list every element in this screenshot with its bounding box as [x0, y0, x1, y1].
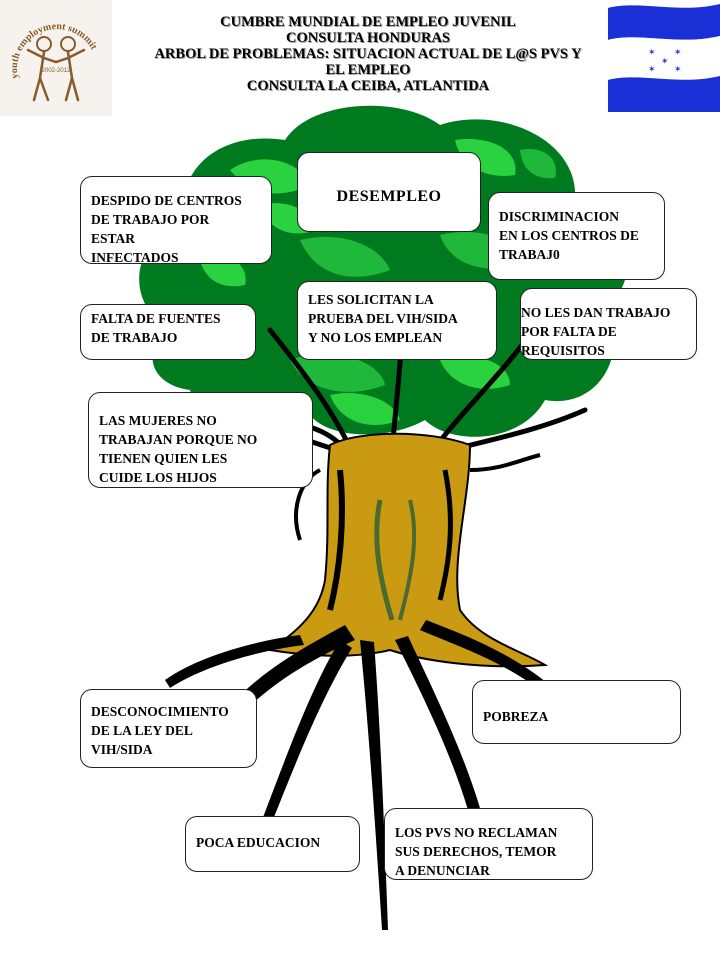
title-line-5: CONSULTA LA CEIBA, ATLANTIDA: [246, 78, 490, 94]
cause-text: POBREZA: [483, 709, 549, 724]
cause-box-law-unawareness: DESCONOCIMIENTO DE LA LEY DEL VIH/SIDA: [80, 689, 257, 768]
central-problem-text: DESEMPLEO: [336, 188, 442, 205]
effect-box-childcare: LAS MUJERES NO TRABAJAN PORQUE NO TIENEN…: [88, 392, 313, 488]
effect-text: DISCRIMINACION EN LOS CENTROS DE TRABAJ0: [499, 209, 639, 262]
title-line-2: CONSULTA HONDURAS: [286, 30, 450, 46]
youth-employment-summit-logo: youth employment summit 2002-2012: [0, 0, 112, 116]
svg-text:✶: ✶: [674, 48, 682, 58]
effect-text: LAS MUJERES NO TRABAJAN PORQUE NO TIENEN…: [99, 413, 258, 485]
svg-text:✶: ✶: [648, 65, 656, 75]
title-line-1: CUMBRE MUNDIAL DE EMPLEO JUVENIL: [220, 14, 516, 30]
effect-text: FALTA DE FUENTES DE TRABAJO: [91, 311, 221, 345]
central-problem-box: DESEMPLEO: [297, 152, 481, 232]
title-line-3: ARBOL DE PROBLEMAS: SITUACION ACTUAL DE …: [154, 46, 582, 62]
effect-box-dismissal: DESPIDO DE CENTROS DE TRABAJO POR ESTAR …: [80, 176, 272, 264]
effect-text: NO LES DAN TRABAJO POR FALTA DE REQUISIT…: [521, 305, 671, 358]
effect-text: LES SOLICITAN LA PRUEBA DEL VIH/SIDA Y N…: [308, 292, 458, 345]
svg-text:✶: ✶: [661, 57, 669, 67]
title-line-4: EL EMPLEO: [325, 62, 411, 78]
tree-roots: [165, 620, 546, 930]
cause-box-poverty: POBREZA: [472, 680, 681, 744]
cause-text: POCA EDUCACION: [196, 835, 321, 850]
svg-text:✶: ✶: [674, 65, 682, 75]
page-title: CUMBRE MUNDIAL DE EMPLEO JUVENIL CONSULT…: [118, 14, 618, 94]
cause-text: LOS PVS NO RECLAMAN SUS DERECHOS, TEMOR …: [395, 825, 558, 878]
logo-years: 2002-2012: [42, 68, 71, 74]
cause-box-rights: LOS PVS NO RECLAMAN SUS DERECHOS, TEMOR …: [384, 808, 593, 880]
effect-box-lack-of-jobs: FALTA DE FUENTES DE TRABAJO: [80, 304, 256, 360]
two-dancing-figures-logo-icon: youth employment summit 2002-2012: [9, 21, 99, 102]
honduras-flag-icon: ✶ ✶ ✶ ✶ ✶: [608, 0, 720, 112]
effect-box-requirements: NO LES DAN TRABAJO POR FALTA DE REQUISIT…: [520, 288, 697, 360]
effect-box-discrimination: DISCRIMINACION EN LOS CENTROS DE TRABAJ0: [488, 192, 665, 280]
svg-text:✶: ✶: [648, 48, 656, 58]
cause-box-education: POCA EDUCACION: [185, 816, 360, 872]
cause-text: DESCONOCIMIENTO DE LA LEY DEL VIH/SIDA: [91, 704, 229, 757]
effect-box-hiv-test: LES SOLICITAN LA PRUEBA DEL VIH/SIDA Y N…: [297, 281, 497, 360]
effect-text: DESPIDO DE CENTROS DE TRABAJO POR ESTAR …: [91, 193, 242, 264]
